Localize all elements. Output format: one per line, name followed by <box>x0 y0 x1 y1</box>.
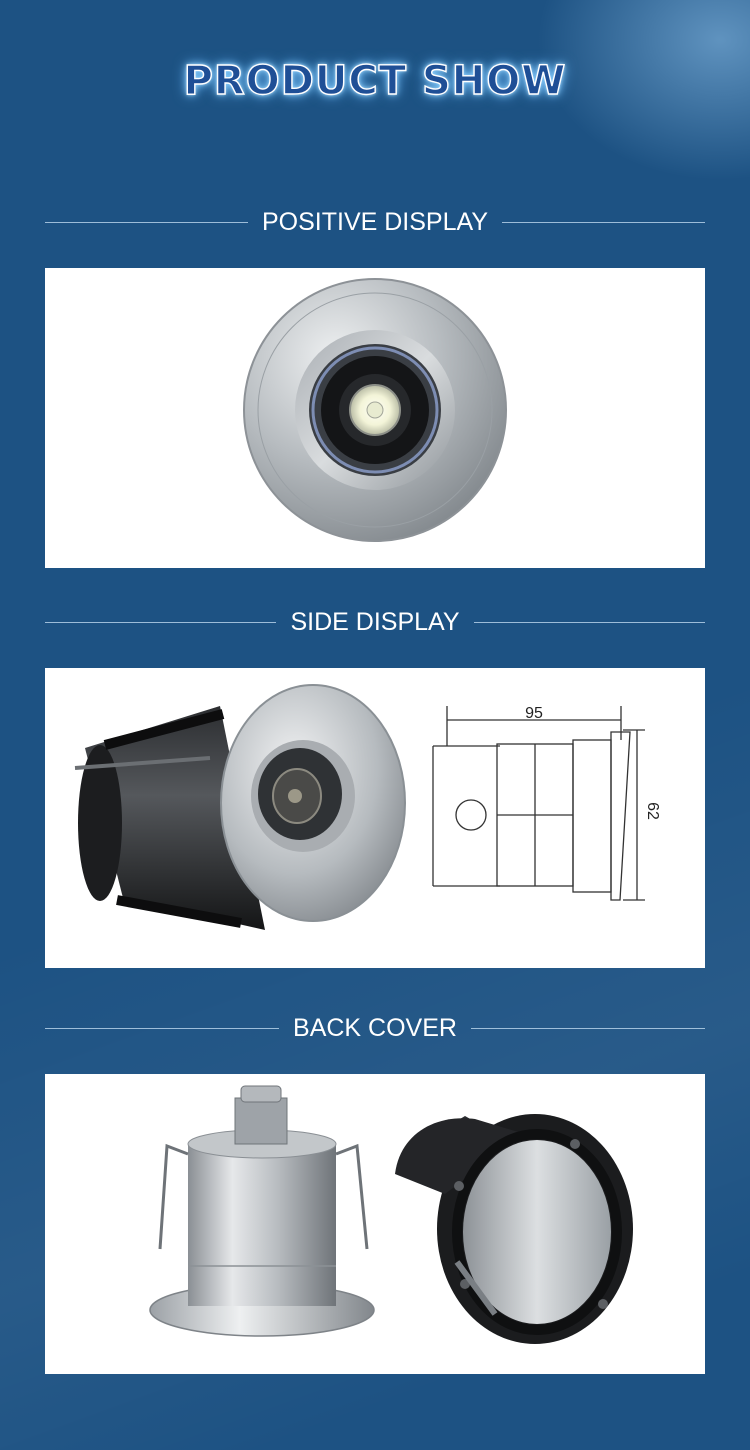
section-header-positive-display: POSITIVE DISPLAY <box>45 202 706 242</box>
front-view-light-image <box>243 278 507 542</box>
height-dimension-label: 62 <box>644 802 661 820</box>
back-cover-panel <box>45 1074 705 1374</box>
positive-display-panel <box>45 268 705 568</box>
section-title: BACK COVER <box>293 1013 457 1042</box>
section-title: POSITIVE DISPLAY <box>262 207 489 236</box>
page-title: PRODUCT SHOW <box>183 57 567 104</box>
dimension-drawing <box>432 706 645 901</box>
section-title: SIDE DISPLAY <box>290 607 460 636</box>
divider-right <box>473 621 706 623</box>
divider-right <box>470 1027 705 1029</box>
back-cover-image <box>149 1085 633 1344</box>
side-view-light-image: 95 62 <box>74 684 661 930</box>
divider-left <box>45 221 248 223</box>
divider-left <box>45 621 277 623</box>
divider-right <box>502 221 706 223</box>
width-dimension-label: 95 <box>525 705 543 722</box>
side-display-panel: 95 62 <box>45 668 705 968</box>
divider-left <box>45 1027 280 1029</box>
section-header-back-cover: BACK COVER <box>45 1008 705 1048</box>
section-header-side-display: SIDE DISPLAY <box>45 602 706 642</box>
